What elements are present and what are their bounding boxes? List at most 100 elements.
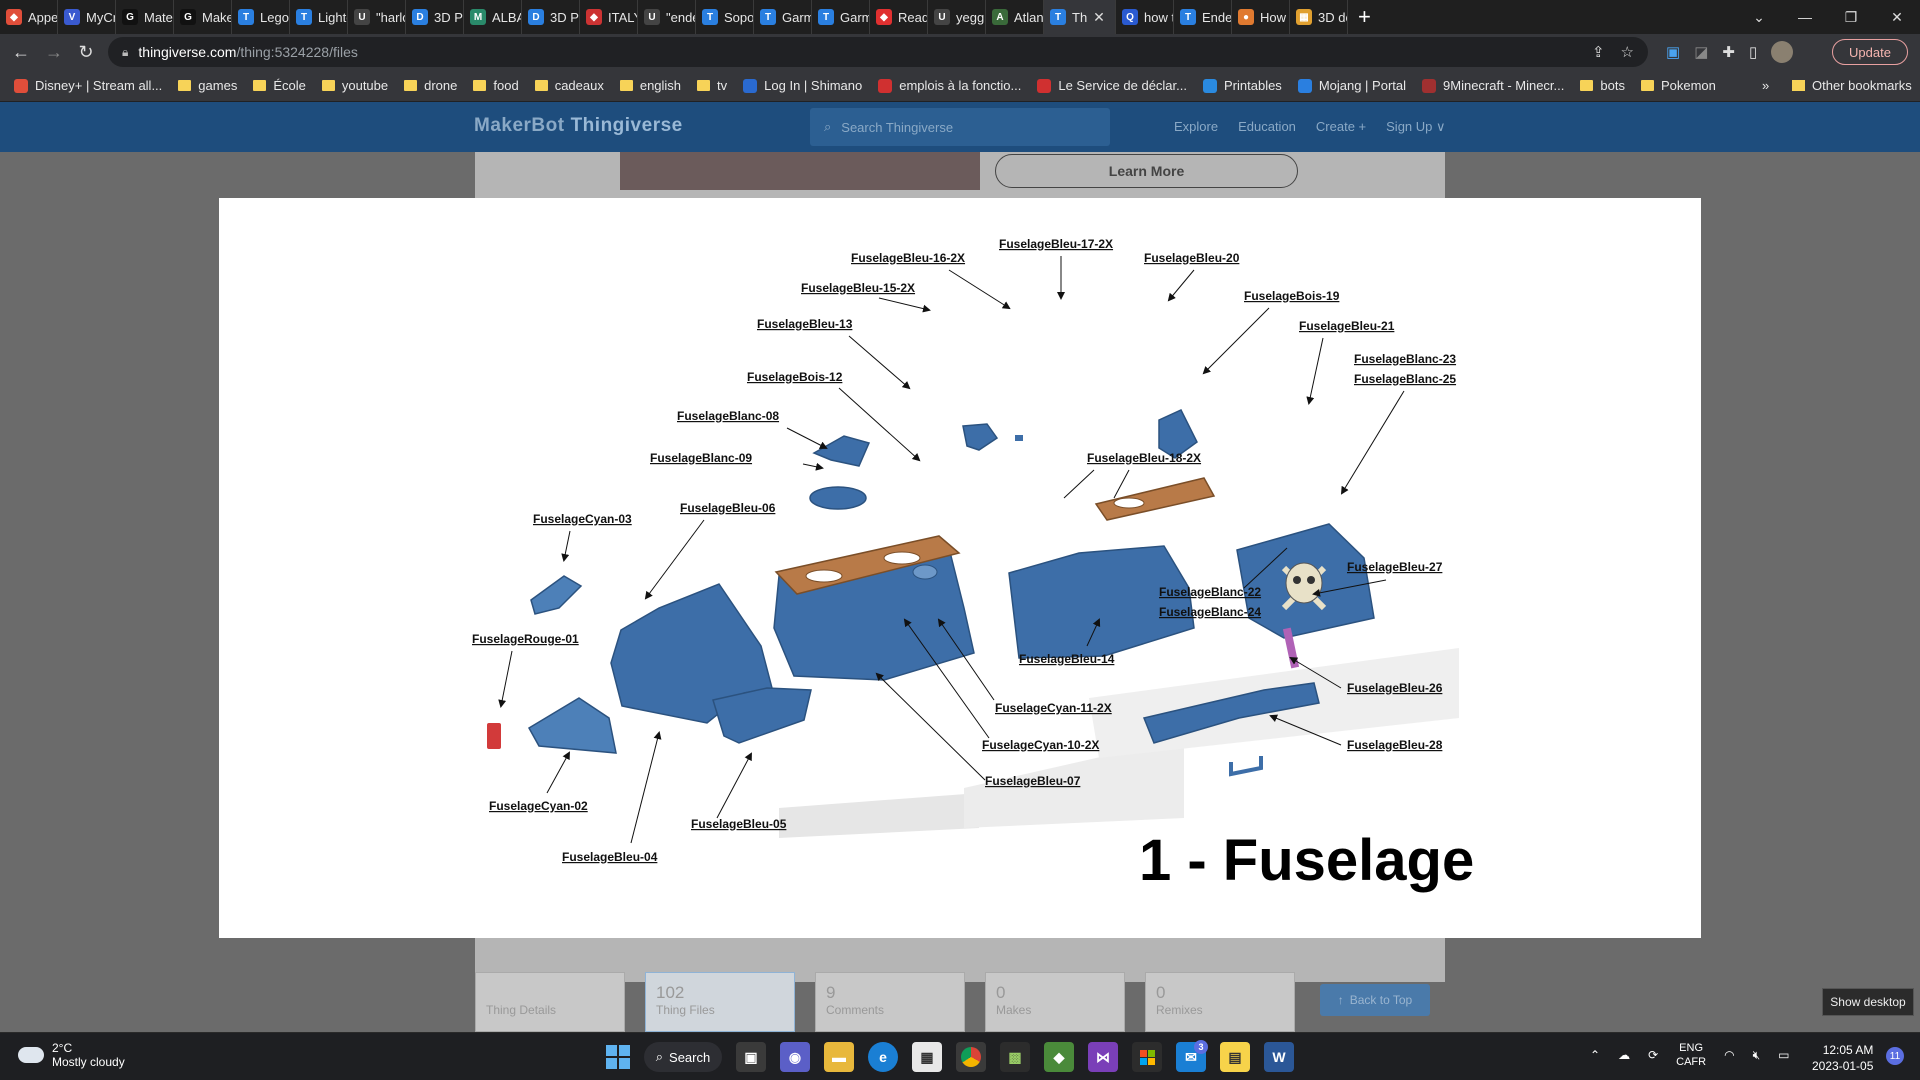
clock[interactable]: 12:05 AM 2023-01-05 <box>1812 1042 1873 1074</box>
browser-tab[interactable]: ◆ITALY <box>580 0 638 34</box>
restore-button[interactable]: ❐ <box>1844 8 1858 25</box>
file-explorer-icon[interactable]: ▬ <box>824 1042 854 1072</box>
speaker-muted-icon[interactable]: 🔇︎ <box>1752 1047 1761 1062</box>
bookmark-item[interactable]: Printables <box>1203 78 1282 93</box>
sticky-notes-icon[interactable]: ▤ <box>1220 1042 1250 1072</box>
browser-tab[interactable]: ●How t <box>1232 0 1290 34</box>
chrome-icon[interactable] <box>956 1042 986 1072</box>
language-indicator[interactable]: ENG CAFR <box>1676 1041 1706 1069</box>
back-arrow-icon[interactable]: ← <box>12 41 30 62</box>
close-tab-icon[interactable]: ✕ <box>1093 8 1105 25</box>
taskbar-search-button[interactable]: ⌕ Search <box>644 1042 722 1072</box>
word-icon[interactable]: W <box>1264 1042 1294 1072</box>
wifi-icon[interactable]: ◠ <box>1724 1048 1735 1062</box>
bookmark-item[interactable]: École <box>253 78 306 93</box>
bookmark-item[interactable]: bots <box>1580 78 1625 93</box>
store-icon[interactable]: ▦ <box>912 1042 942 1072</box>
bookmark-item[interactable]: youtube <box>321 78 388 93</box>
share-icon[interactable]: ⇪ <box>1591 44 1605 61</box>
tab-comments[interactable]: 9 Comments <box>815 972 965 1032</box>
teams-chat-icon[interactable]: ◉ <box>780 1042 810 1072</box>
avatar[interactable] <box>1771 41 1794 63</box>
site-search-input[interactable]: ⌕ Search Thingiverse <box>810 108 1110 146</box>
bookmarks-overflow-icon[interactable]: » <box>1762 78 1770 93</box>
forward-arrow-icon[interactable]: → <box>45 41 63 62</box>
extension-icon[interactable]: ▣ <box>1666 44 1681 61</box>
learn-more-button[interactable]: Learn More <box>995 154 1298 188</box>
bookmark-item[interactable]: tv <box>697 78 727 93</box>
mail-icon[interactable]: ✉3 <box>1176 1040 1208 1072</box>
office-icon[interactable] <box>1132 1042 1162 1072</box>
nav-create[interactable]: Create + <box>1315 119 1367 134</box>
bookmark-item[interactable]: Pokemon <box>1640 78 1716 93</box>
chevron-up-icon[interactable]: ⌃ <box>1590 1048 1601 1062</box>
bookmark-item[interactable]: 9Minecraft - Minecr... <box>1422 78 1564 93</box>
puzzle-icon[interactable]: ✚ <box>1722 44 1735 61</box>
reload-icon[interactable]: ↻ <box>78 41 94 62</box>
sidepanel-icon[interactable]: ▯ <box>1748 44 1758 61</box>
bookmark-item[interactable]: drone <box>404 78 457 93</box>
bookmark-item[interactable]: Disney+ | Stream all... <box>14 78 162 93</box>
browser-tab[interactable]: TSopor <box>696 0 754 34</box>
visual-studio-icon[interactable]: ⋈ <box>1088 1042 1118 1072</box>
bookmark-item[interactable]: food <box>473 78 519 93</box>
nav-signup[interactable]: Sign Up ∨ <box>1386 119 1446 134</box>
ad-image[interactable] <box>620 152 980 190</box>
sync-icon[interactable]: ⟳ <box>1648 1048 1659 1062</box>
bookmark-item[interactable]: Mojang | Portal <box>1297 78 1406 93</box>
nav-education[interactable]: Education <box>1238 119 1296 134</box>
browser-tab[interactable]: U"harlo <box>348 0 406 34</box>
browser-tab[interactable]: TEnder <box>1174 0 1232 34</box>
back-to-top-button[interactable]: ↑ Back to Top <box>1320 984 1430 1016</box>
weather-widget[interactable]: 2°C Mostly cloudy <box>14 1041 125 1069</box>
bookmark-star-icon[interactable]: ☆ <box>1620 44 1634 61</box>
nav-explore[interactable]: Explore <box>1174 119 1219 134</box>
notification-badge[interactable]: 11 <box>1886 1047 1904 1065</box>
browser-tab[interactable]: ▦3D de <box>1290 0 1348 34</box>
bookmark-item[interactable]: emplois à la fonctio... <box>878 78 1021 93</box>
onedrive-icon[interactable]: ☁ <box>1618 1048 1631 1062</box>
browser-tab[interactable]: TLighte <box>290 0 348 34</box>
task-view-icon[interactable]: ▣ <box>736 1042 766 1072</box>
minecraft-icon[interactable]: ▩ <box>1000 1042 1030 1072</box>
browser-tab[interactable]: ◆Readi <box>870 0 928 34</box>
extension-icon[interactable]: ◪ <box>1694 44 1709 61</box>
browser-tab[interactable]: MALBAT <box>464 0 522 34</box>
bookmark-item[interactable]: Le Service de déclar... <box>1037 78 1187 93</box>
bookmark-item[interactable]: Log In | Shimano <box>743 78 862 93</box>
tab-thing-files[interactable]: 102 Thing Files <box>645 972 795 1032</box>
other-bookmarks[interactable]: Other bookmarks <box>1792 78 1912 93</box>
minimize-button[interactable]: — <box>1798 9 1812 25</box>
tab-thing-details[interactable]: Thing Details <box>475 972 625 1032</box>
address-bar[interactable]: 🔒︎ thingiverse.com/thing:5324228/files ⇪… <box>108 37 1648 67</box>
browser-tab[interactable]: U"ende <box>638 0 696 34</box>
update-button[interactable]: Update <box>1832 39 1908 65</box>
windows-start-icon[interactable] <box>606 1045 630 1069</box>
bookmark-item[interactable]: games <box>178 78 237 93</box>
tab-makes[interactable]: 0 Makes <box>985 972 1125 1032</box>
battery-icon[interactable]: ▭ <box>1778 1048 1790 1062</box>
new-tab-button[interactable]: + <box>1358 4 1371 29</box>
edge-icon[interactable]: e <box>868 1042 898 1072</box>
tab-search-icon[interactable]: ⌄ <box>1753 8 1765 25</box>
bookmark-item[interactable]: cadeaux <box>534 78 604 93</box>
browser-tab[interactable]: ◆Apper <box>0 0 58 34</box>
bookmark-item[interactable]: english <box>619 78 681 93</box>
close-window-button[interactable]: ✕ <box>1891 8 1903 25</box>
minecraft-launcher-icon[interactable]: ◆ <box>1044 1042 1074 1072</box>
tab-remixes[interactable]: 0 Remixes <box>1145 972 1295 1032</box>
image-lightbox[interactable]: FuselageBleu-16-2X FuselageBleu-17-2X Fu… <box>219 198 1701 938</box>
